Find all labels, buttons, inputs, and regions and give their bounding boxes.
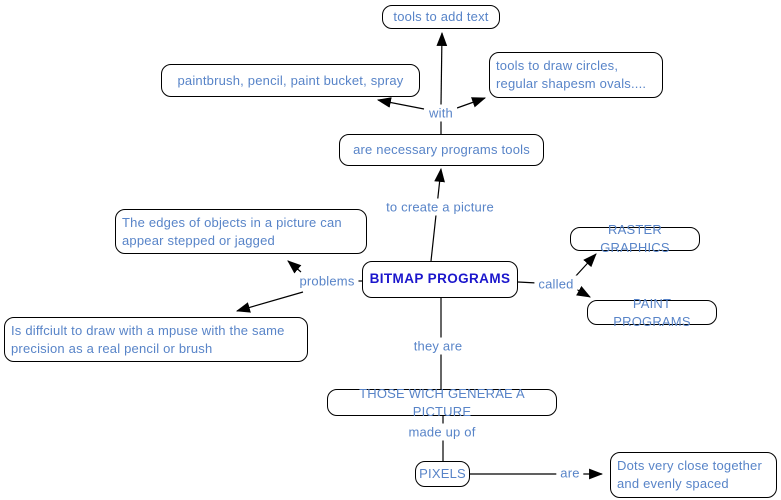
edge-with-to-paintbrush [376, 97, 425, 110]
edge-with-to-draw-circles [456, 97, 487, 109]
concept-node-paint-programs[interactable]: PAINT PROGRAMS [587, 296, 717, 329]
linking-phrase-made-up-of[interactable]: made up of [404, 423, 480, 441]
edge-with-to-tools-add-text [436, 31, 448, 106]
concept-node-draw-circles-tools[interactable]: tools to draw circles, regular shapesm o… [489, 52, 663, 98]
edge-problems-to-edges-jagged [287, 260, 302, 274]
concept-node-necessary-programs-tools[interactable]: are necessary programs tools [339, 134, 544, 166]
concept-node-raster-graphics[interactable]: RASTER GRAPHICS [570, 222, 700, 255]
concept-node-paintbrush-tools[interactable]: paintbrush, pencil, paint bucket, spray [161, 64, 420, 97]
linking-phrase-problems[interactable]: problems [295, 272, 359, 290]
linking-phrase-with[interactable]: with [425, 104, 457, 122]
linking-phrase-are[interactable]: are [556, 464, 584, 482]
edge-bitmap-to-called [517, 281, 538, 284]
concept-node-bitmap-programs[interactable]: BITMAP PROGRAMS [362, 261, 518, 298]
linking-phrase-called[interactable]: called [534, 275, 578, 293]
linking-phrase-to-create-a-picture[interactable]: to create a picture [382, 198, 498, 216]
concept-node-difficult-to-draw[interactable]: Is diffciult to draw with a mpuse with t… [4, 317, 308, 362]
concept-node-pixels[interactable]: PIXELS [415, 461, 470, 487]
concept-node-tools-to-add-text[interactable]: tools to add text [382, 5, 500, 29]
concept-node-edges-jagged[interactable]: The edges of objects in a picture can ap… [115, 209, 367, 254]
edge-called-to-raster [573, 253, 597, 279]
concept-node-dots-close-together[interactable]: Dots very close together and evenly spac… [610, 452, 777, 498]
concept-node-those-which-generate[interactable]: THOSE WICH GENERAE A PICTURE [327, 386, 557, 419]
edge-problems-to-difficult-draw [235, 291, 304, 313]
linking-phrase-they-are[interactable]: they are [409, 337, 467, 355]
